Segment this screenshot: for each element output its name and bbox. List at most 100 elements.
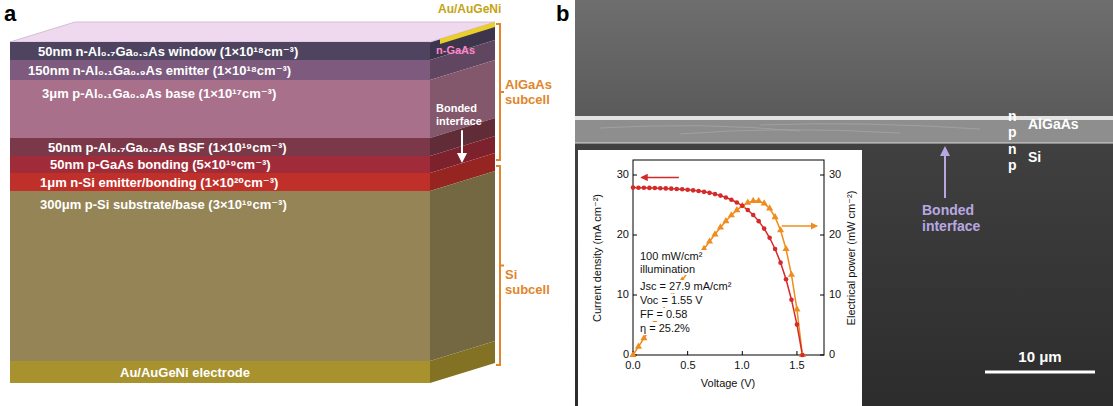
layer-label: 50nm n-Al₀.₇Ga₀.₃As window (1×10¹⁸cm⁻³) <box>38 44 298 59</box>
layer-label: 50nm p-Al₀.₇Ga₀.₃As BSF (1×10¹⁹cm⁻³) <box>48 140 287 155</box>
axis-pointer <box>642 177 679 179</box>
annotation: FF = 0.58 <box>639 308 688 321</box>
layer-band: 150nm n-Al₀.₁Ga₀.₉As emitter (1×10¹⁸cm⁻³… <box>10 60 430 80</box>
annotation: η = 25.2% <box>639 322 691 335</box>
subcell-bracket <box>496 24 504 365</box>
layer-band: 1μm n-Si emitter/bonding (1×10²⁰cm⁻³) <box>10 173 430 191</box>
power-marker <box>739 202 746 208</box>
layer-label: n-GaAs <box>436 44 475 57</box>
power-marker <box>722 217 729 223</box>
tick-label: 10 <box>617 288 629 301</box>
side-face <box>430 22 495 383</box>
power-marker <box>640 334 647 340</box>
layer-label: 1μm n-Si emitter/bonding (1×10²⁰cm⁻³) <box>40 175 278 190</box>
panel-letter: a <box>4 1 16 26</box>
jv-marker <box>663 186 668 191</box>
layer-band: 3μm p-Al₀.₁Ga₀.₉As base (1×10¹⁷cm⁻³) <box>10 80 430 138</box>
jv-marker <box>669 186 674 191</box>
jv-marker <box>751 213 756 218</box>
panel-letter: b <box>556 1 569 26</box>
jv-marker <box>674 187 679 192</box>
scale-bar <box>985 371 1095 374</box>
tick-label: 0 <box>623 348 629 361</box>
power-marker <box>766 204 773 210</box>
jv-marker <box>642 185 647 190</box>
layer-mark: p <box>1008 124 1017 140</box>
tick-label: 0 <box>829 348 835 361</box>
jv-marker <box>795 322 800 327</box>
top-contact <box>440 22 495 44</box>
jv-marker <box>631 185 636 190</box>
scale-label: 10 μm <box>1018 348 1061 365</box>
side-face-band <box>430 341 495 383</box>
power-marker <box>799 351 806 357</box>
jv-marker <box>740 204 745 209</box>
jv-marker <box>729 197 734 202</box>
layer-label: Au/AuGeNi electrode <box>120 365 250 380</box>
jv-marker <box>685 187 690 192</box>
interface-arrow <box>461 130 463 161</box>
tick-label: 20 <box>829 228 841 241</box>
top-face <box>10 22 495 42</box>
jv-marker <box>762 226 767 231</box>
power-marker <box>635 343 642 349</box>
power-marker <box>629 351 636 357</box>
layer-mark: AlGaAs <box>1028 116 1079 132</box>
jv-marker <box>707 191 712 196</box>
jv-marker <box>653 186 658 191</box>
jv-marker <box>767 235 772 240</box>
layer-mark: n <box>1008 108 1017 124</box>
power-marker <box>755 197 762 203</box>
power-marker <box>717 223 724 229</box>
subcell-label: AlGaAs subcell <box>505 78 557 108</box>
tick-label: 10 <box>829 288 841 301</box>
jv-marker <box>636 185 641 190</box>
power-marker <box>793 305 800 311</box>
axis-title: Electrical power (mW cm⁻²) <box>845 191 858 326</box>
power-marker <box>788 271 795 277</box>
jv-marker <box>713 192 718 197</box>
power-marker <box>772 213 779 219</box>
tick-label: 1.5 <box>789 359 804 372</box>
layer-mark: Si <box>1028 149 1041 165</box>
axis-title: Current density (mA cm⁻²) <box>591 194 604 322</box>
annotation: Jsc = 27.9 mA/cm² <box>639 280 732 293</box>
jv-marker <box>756 219 761 224</box>
power-marker <box>744 199 751 205</box>
axis-pointer <box>782 225 817 227</box>
interface-label: Bonded interface <box>922 202 1002 234</box>
layer-band: 300μm p-Si substrate/base (3×10¹⁹cm⁻³) <box>10 191 430 361</box>
jv-marker <box>784 277 789 282</box>
jv-marker <box>647 186 652 191</box>
power-marker <box>777 226 784 232</box>
layer-band: Au/AuGeNi electrode <box>10 361 430 383</box>
contact-label: Au/AuGeNi <box>438 3 501 17</box>
layer-mark: n <box>1008 141 1017 157</box>
jv-marker <box>789 297 794 302</box>
tick-label: 20 <box>617 228 629 241</box>
annotation: 100 mW/cm² illumination <box>639 250 713 275</box>
inset-panel <box>578 150 862 406</box>
jv-marker <box>735 200 740 205</box>
annotation: Voc = 1.55 V <box>639 294 704 307</box>
layer-mark: p <box>1008 157 1017 173</box>
tick-label: 0.0 <box>625 359 640 372</box>
jv-marker <box>658 186 663 191</box>
layer-label: 150nm n-Al₀.₁Ga₀.₉As emitter (1×10¹⁸cm⁻³… <box>28 63 291 78</box>
tick-label: 30 <box>617 168 629 181</box>
axis-title: Voltage (V) <box>701 377 755 390</box>
jv-marker <box>718 193 723 198</box>
sem-image <box>575 0 1113 406</box>
power-marker <box>706 237 713 243</box>
jv-curve <box>633 188 802 355</box>
jv-chart <box>629 160 824 357</box>
tick-label: 0.5 <box>680 359 695 372</box>
jv-marker <box>702 190 707 195</box>
power-curve <box>633 201 802 355</box>
jv-marker <box>696 189 701 194</box>
subcell-label: Si subcell <box>505 268 557 298</box>
jv-marker <box>800 353 805 358</box>
jv-marker <box>745 208 750 213</box>
tick-label: 30 <box>829 168 841 181</box>
